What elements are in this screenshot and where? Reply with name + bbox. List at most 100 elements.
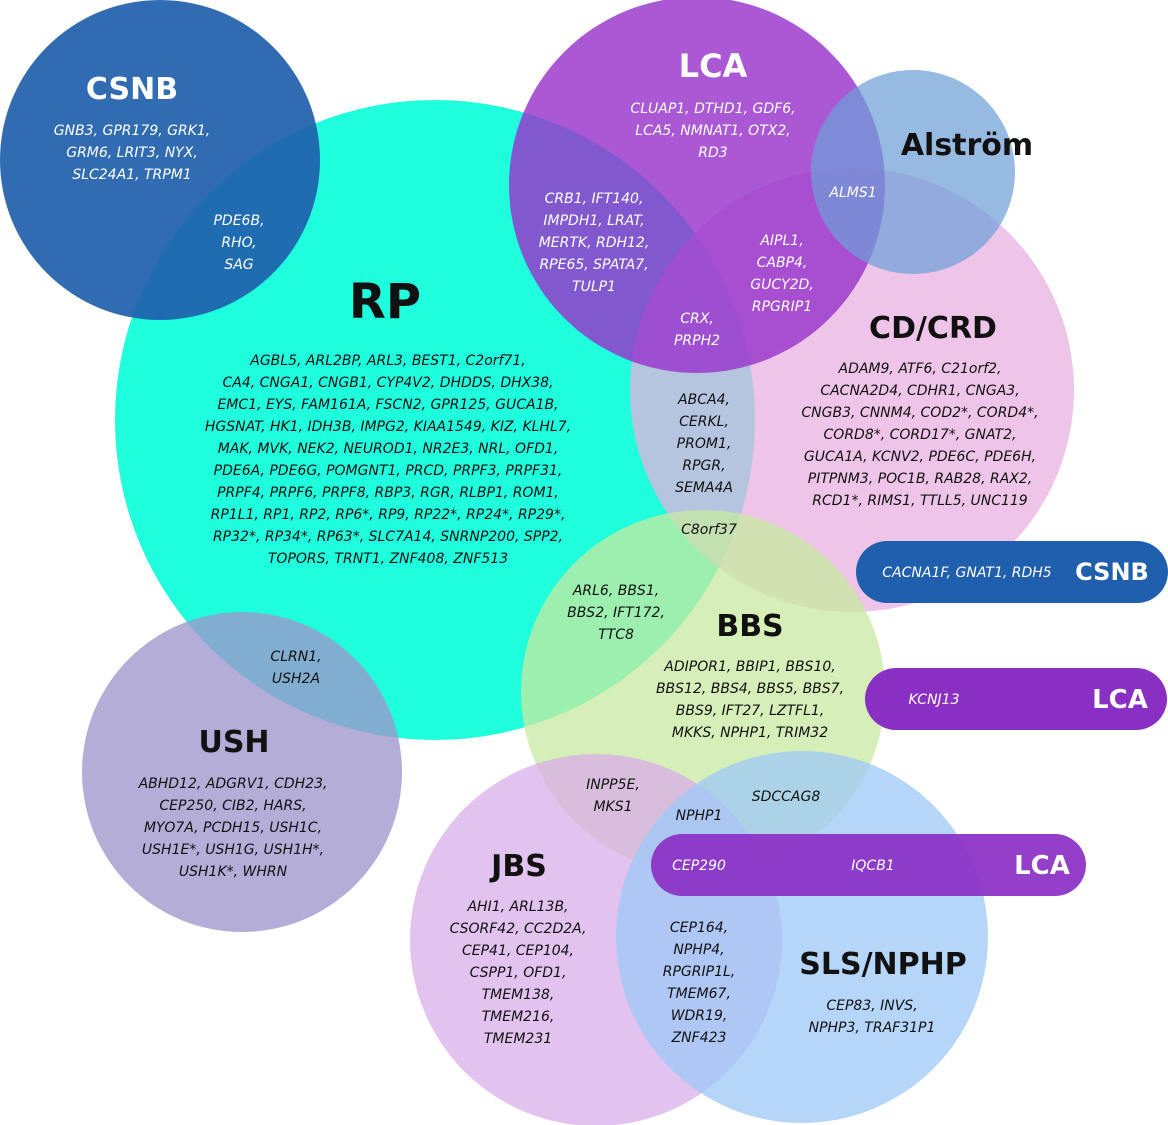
csnb-circle bbox=[0, 0, 320, 320]
gene-line: TMEM138, bbox=[482, 987, 555, 1003]
lca-title: LCA bbox=[679, 47, 748, 85]
lca-pill-kcnj13-label: LCA bbox=[1092, 685, 1148, 715]
gene-line: PDE6B, bbox=[213, 213, 264, 229]
gene-line: NPHP1 bbox=[676, 808, 723, 824]
gene-line: HGSNAT, HK1, IDH3B, IMPG2, KIAA1549, KIZ… bbox=[205, 419, 571, 435]
gene-line: PDE6A, PDE6G, POMGNT1, PRCD, PRPF3, PRPF… bbox=[214, 463, 563, 479]
csnb-title: CSNB bbox=[86, 72, 178, 107]
gene-line: CACNA2D4, CDHR1, CNGA3, bbox=[820, 383, 1019, 399]
gene-line: SAG bbox=[224, 257, 253, 273]
gene-line: USH2A bbox=[272, 671, 320, 687]
lca-genes: CLUAP1, DTHD1, GDF6, LCA5, NMNAT1, OTX2, R… bbox=[630, 101, 795, 161]
lca-pill-kcnj13 bbox=[865, 668, 1167, 730]
gene-line: CABP4, bbox=[757, 255, 808, 271]
lca-pill-cep290-genes: CEP290 bbox=[672, 858, 726, 874]
jbs-title: JBS bbox=[489, 849, 547, 884]
cdcrd-title: CD/CRD bbox=[869, 311, 997, 346]
gene-line: TMEM216, bbox=[482, 1009, 555, 1025]
slsnphp-circle bbox=[616, 751, 988, 1123]
bbs-jbs-genes: INPP5E,MKS1 bbox=[586, 777, 640, 815]
gene-line: CRB1, IFT140, bbox=[545, 191, 644, 207]
csnb-pill-label: CSNB bbox=[1075, 558, 1149, 586]
lca-circle bbox=[509, 0, 885, 373]
lca-cdcrd-genes: AIPL1,CABP4,GUCY2D,RPGRIP1 bbox=[750, 233, 814, 315]
gene-line: CLRN1, bbox=[270, 649, 321, 665]
gene-line: GNB3, GPR179, GRK1, bbox=[54, 123, 211, 139]
gene-line: BBS12, BBS4, BBS5, BBS7, bbox=[656, 681, 844, 697]
gene-line: PRPF4, PRPF6, PRPF8, RBP3, RGR, RLBP1, R… bbox=[217, 485, 559, 501]
gene-line: MYO7A, PCDH15, USH1C, bbox=[144, 820, 322, 836]
gene-line: CEP83, INVS, bbox=[826, 998, 917, 1014]
gene-line: PROM1, bbox=[677, 436, 732, 452]
rp-lca-cdcrd-genes: CRX,PRPH2 bbox=[674, 311, 720, 349]
alstrom-circle bbox=[811, 70, 1015, 274]
csnb-pill-genes: CACNA1F, GNAT1, RDH5 bbox=[882, 565, 1052, 581]
jbs-genes: AHI1, ARL13B,CSORF42, CC2D2A,CEP41, CEP1… bbox=[450, 899, 587, 1047]
gene-line: ADIPOR1, BBIP1, BBS10, bbox=[663, 659, 835, 675]
lca-alstrom-genes: ALMS1 bbox=[828, 185, 876, 201]
gene-line: CEP164, bbox=[670, 920, 728, 936]
gene-line: NPHP3, TRAF31P1 bbox=[809, 1020, 936, 1036]
bbs-sls-genes: SDCCAG8 bbox=[752, 789, 821, 805]
gene-line: INPP5E, bbox=[586, 777, 640, 793]
gene-line: SDCCAG8 bbox=[752, 789, 821, 805]
ush-genes: ABHD12, ADGRV1, CDH23, CEP250, CIB2, HARS… bbox=[138, 776, 328, 880]
gene-line: CEP250, CIB2, HARS, bbox=[159, 798, 306, 814]
gene-line: RPGR, bbox=[682, 458, 725, 474]
gene-line: NPHP4, bbox=[673, 942, 724, 958]
gene-line: RP1L1, RP1, RP2, RP6*, RP9, RP22*, RP24*… bbox=[211, 507, 566, 523]
gene-line: ARL6, BBS1, bbox=[572, 583, 659, 599]
gene-line: RCD1*, RIMS1, TTLL5, UNC119 bbox=[812, 493, 1028, 509]
gene-line: TULP1 bbox=[572, 279, 616, 295]
rp-genes: AGBL5, ARL2BP, ARL3, BEST1, C2orf71, CA4,… bbox=[205, 353, 571, 567]
gene-line: AIPL1, bbox=[759, 233, 803, 249]
gene-line: WDR19, bbox=[671, 1008, 728, 1024]
gene-line: RHO, bbox=[221, 235, 256, 251]
gene-line: TOPORS, TRNT1, ZNF408, ZNF513 bbox=[268, 551, 508, 567]
rp-lca-genes: CRB1, IFT140, IMPDH1, LRAT, MERTK, RDH12, R… bbox=[539, 191, 650, 295]
gene-line: CLUAP1, DTHD1, GDF6, bbox=[630, 101, 795, 117]
gene-line: BBS9, IFT27, LZTFL1, bbox=[676, 703, 825, 719]
gene-line: RPE65, SPATA7, bbox=[539, 257, 648, 273]
gene-line: CORD8*, CORD17*, GNAT2, bbox=[824, 427, 1017, 443]
gene-line: AGBL5, ARL2BP, ARL3, BEST1, C2orf71, bbox=[249, 353, 525, 369]
gene-line: MERTK, RDH12, bbox=[539, 235, 650, 251]
gene-line: BBS2, IFT172, bbox=[567, 605, 665, 621]
gene-line: ZNF423 bbox=[671, 1030, 727, 1046]
bbs-jbs-sls-genes: NPHP1 bbox=[676, 808, 723, 824]
slsnphp-genes: CEP83, INVS, NPHP3, TRAF31P1 bbox=[809, 998, 936, 1036]
csnb-pill bbox=[856, 541, 1168, 603]
gene-line: USH1K*, WHRN bbox=[179, 864, 288, 880]
gene-line: ALMS1 bbox=[828, 185, 876, 201]
rp-title: RP bbox=[349, 274, 421, 330]
gene-line: TTC8 bbox=[598, 627, 634, 643]
rp-bbs-genes: ARL6, BBS1, BBS2, IFT172, TTC8 bbox=[567, 583, 665, 643]
gene-line: MKKS, NPHP1, TRIM32 bbox=[672, 725, 828, 741]
gene-line: RPGRIP1L, bbox=[663, 964, 735, 980]
slsnphp-title: SLS/NPHP bbox=[799, 947, 966, 982]
gene-line: LCA5, NMNAT1, OTX2, bbox=[635, 123, 790, 139]
gene-line: CNGB3, CNNM4, COD2*, CORD4*, bbox=[801, 405, 1038, 421]
gene-line: CEP41, CEP104, bbox=[462, 943, 574, 959]
gene-line: MAK, MVK, NEK2, NEUROD1, NR2E3, NRL, OFD… bbox=[218, 441, 559, 457]
gene-line: TMEM67, bbox=[667, 986, 731, 1002]
rp-cdcrd-genes: ABCA4,CERKL,PROM1,RPGR,SEMA4A bbox=[675, 392, 733, 496]
gene-line: C8orf37 bbox=[681, 522, 737, 538]
gene-line: EMC1, EYS, FAM161A, FSCN2, GPR125, GUCA1… bbox=[217, 397, 558, 413]
rp-cdcrd-bbs-genes: C8orf37 bbox=[681, 522, 737, 538]
gene-line: CSPP1, OFD1, bbox=[470, 965, 567, 981]
gene-line: RD3 bbox=[698, 145, 727, 161]
gene-line: RPGRIP1 bbox=[752, 299, 812, 315]
gene-line: ADAM9, ATF6, C21orf2, bbox=[838, 361, 1002, 377]
gene-line: ABCA4, bbox=[677, 392, 730, 408]
cdcrd-genes: ADAM9, ATF6, C21orf2, CACNA2D4, CDHR1, CN… bbox=[801, 361, 1038, 509]
ush-circle bbox=[82, 612, 402, 932]
gene-line: RP32*, RP34*, RP63*, SLC7A14, SNRNP200, … bbox=[213, 529, 563, 545]
gene-line: ABHD12, ADGRV1, CDH23, bbox=[138, 776, 328, 792]
csnb-rp-genes: PDE6B, RHO, SAG bbox=[213, 213, 264, 273]
gene-line: IMPDH1, LRAT, bbox=[543, 213, 644, 229]
gene-line: CSORF42, CC2D2A, bbox=[450, 921, 587, 937]
lca-pill-iqcb1-genes: IQCB1 bbox=[851, 858, 894, 874]
gene-line: CA4, CNGA1, CNGB1, CYP4V2, DHDDS, DHX38, bbox=[222, 375, 553, 391]
